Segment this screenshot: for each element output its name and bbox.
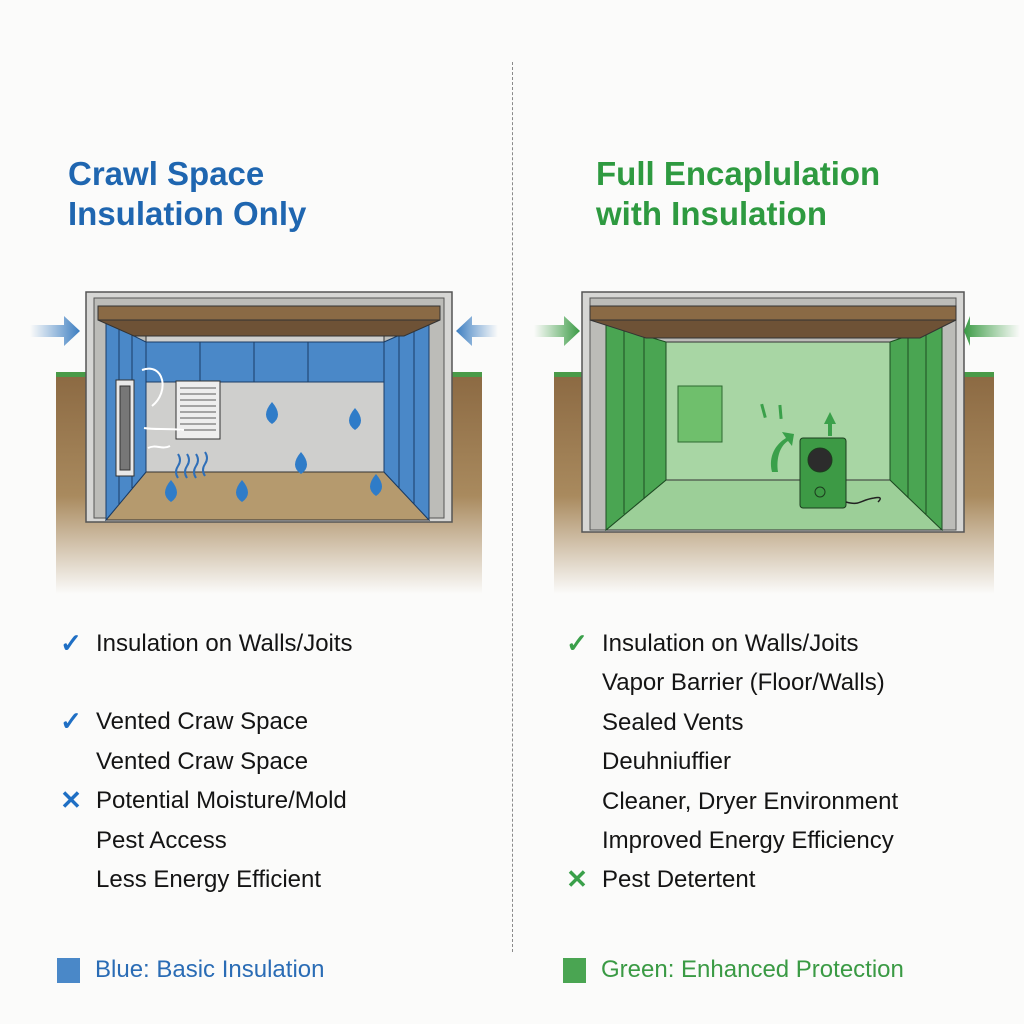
green-swatch-icon [563,957,586,983]
feature-label: Less Energy Efficient [96,865,322,893]
feature-item: Sealed Vents [562,703,898,742]
encapsulated-crawl-space-illustration [534,291,1020,594]
feature-label: Insulation on Walls/Joits [96,630,353,657]
air-in-arrow-left-icon [30,316,80,346]
dehumidifier-icon [799,437,881,509]
feature-item: Pest Access [56,821,353,860]
sealed-vent [677,385,723,443]
feature-item: Improved Energy Efficiency [562,821,898,860]
left-panel-title: Crawl Space Insulation Only [68,154,306,234]
legend-label: Green: Enhanced Protection [601,956,904,983]
cross-icon: ✕ [566,864,588,895]
feature-label: Cleaner, Dryer Environment [602,787,899,815]
feature-item: ✓ Vented Craw Space [56,702,353,741]
right-panel-title: Full Encaplulation with Insulation [596,154,880,234]
legend-green: Green: Enhanced Protection [563,956,904,984]
feature-label: Vented Craw Space [96,708,309,736]
feature-label: Pest Detertent [602,866,756,894]
feature-label: Pest Access [96,826,227,854]
check-icon: ✓ [566,628,588,658]
feature-item: ✕ Potential Moisture/Mold [56,781,353,820]
center-dashed-divider [512,62,513,952]
floor-joists [97,305,441,321]
feature-label: Vapor Barrier (Floor/Walls) [602,669,885,697]
airflow-swirls [141,367,185,449]
cross-icon: ✕ [60,785,82,816]
feature-item: Cleaner, Dryer Environment [562,782,898,821]
feature-item: Vapor Barrier (Floor/Walls) [562,663,898,702]
dirt-floor [104,471,431,521]
right-title-line-2: with Insulation [596,195,827,232]
check-icon: ✓ [60,628,82,658]
left-title-line-1: Crawl Space [68,155,265,192]
vented-crawl-space-illustration [30,291,498,594]
blue-swatch-icon [57,957,80,983]
grass-left [554,372,588,377]
feature-item: ✓ Insulation on Walls/Joits [562,624,898,663]
water-droplets [165,402,382,502]
air-in-arrow-right-icon [456,316,498,346]
feature-item: Deuhniuffier [562,742,898,781]
feature-label: Sealed Vents [602,708,744,736]
feature-label: Improved Energy Efficiency [602,826,894,854]
feature-label: Insulation on Walls/Joits [602,630,859,657]
moisture-steam [175,451,208,479]
grass-left [56,372,96,377]
feature-item: Vented Craw Space [56,742,353,781]
floor-joists [589,305,957,321]
airflow-arrows [760,403,836,472]
feature-label: Deuhniuffier [602,748,731,776]
feature-item: ✕ Pest Detertent [562,860,898,899]
feature-item: Less Energy Efficient [56,860,353,899]
sealed-arrow-left-icon [534,316,580,346]
right-title-line-1: Full Encaplulation [596,155,881,192]
back-wall-insulation [145,341,385,383]
grass-right [442,372,482,377]
grass-right [954,372,994,377]
feature-label: Potential Moisture/Mold [96,787,347,815]
feature-label: Vented Craw Space [96,747,309,775]
right-feature-list: ✓ Insulation on Walls/Joits Vapor Barrier… [562,624,898,900]
legend-label: Blue: Basic Insulation [95,956,325,983]
left-title-line-2: Insulation Only [68,195,307,232]
sealed-arrow-right-icon [964,316,1020,346]
legend-blue: Blue: Basic Insulation [57,956,324,984]
left-feature-list: ✓ Insulation on Walls/Joits ✓ Vented Craw … [56,624,353,899]
feature-item: ✓ Insulation on Walls/Joits [56,624,353,663]
check-icon: ✓ [60,706,82,737]
